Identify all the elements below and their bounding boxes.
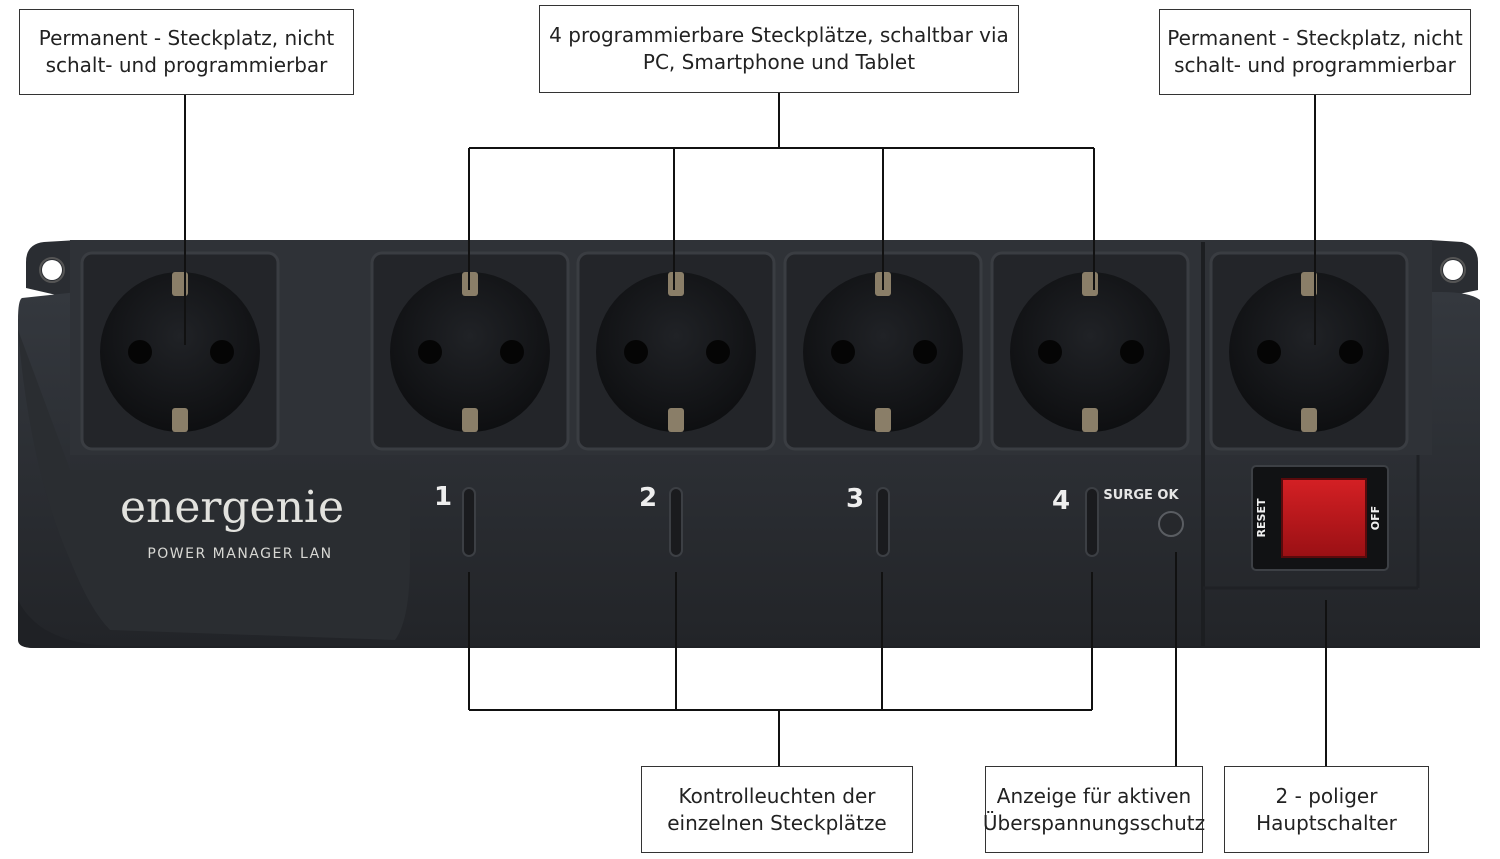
socket-programmable-3 (783, 251, 983, 451)
label-line: 2 - poliger (1275, 783, 1378, 808)
label-line: schalt- und programmierbar (45, 53, 328, 77)
label-line: Kontrolleuchten der (678, 783, 876, 808)
label-permanent-right: Permanent - Steckplatz, nicht schalt- un… (1159, 9, 1471, 95)
label-line: 4 programmierbare Steckplätze, schaltbar… (549, 23, 1009, 47)
label-line: einzelnen Steckplätze (667, 810, 887, 835)
label-line: Überspannungsschutz (982, 810, 1206, 835)
brand-logo: energenie (120, 482, 344, 533)
label-line: schalt- und programmierbar (1174, 53, 1456, 77)
mount-hole-right (1443, 260, 1463, 280)
label-permanent-left: Permanent - Steckplatz, nicht schalt- un… (19, 9, 354, 95)
main-switch: RESET OFF (1251, 465, 1389, 571)
label-programmable-sockets: 4 programmierbare Steckplätze, schaltbar… (539, 5, 1019, 93)
callout-lines (184, 93, 1327, 766)
switch-reset-label: RESET (1255, 498, 1268, 537)
label-control-lights: Kontrolleuchten der einzelnen Steckplätz… (641, 766, 913, 853)
indicator-light-1 (462, 487, 476, 557)
model-label: POWER MANAGER LAN (147, 546, 332, 562)
mount-hole-left (42, 260, 62, 280)
socket-number-3: 3 (846, 484, 864, 514)
socket-programmable-4 (990, 251, 1190, 451)
surge-ok-label: SURGE OK (1103, 488, 1179, 503)
socket-number-2: 2 (639, 483, 657, 513)
label-line: PC, Smartphone und Tablet (642, 50, 916, 74)
socket-number-1: 1 (434, 482, 452, 512)
label-line: Permanent - Steckplatz, nicht (1167, 26, 1463, 50)
indicator-light-3 (876, 487, 890, 557)
socket-programmable-2 (576, 251, 776, 451)
label-line: Anzeige für aktiven (996, 783, 1192, 808)
socket-permanent-right (1209, 251, 1409, 451)
surge-indicator-light (1158, 511, 1184, 537)
label-line: Permanent - Steckplatz, nicht (38, 26, 335, 50)
label-surge-indicator: Anzeige für aktiven Überspannungsschutz (982, 766, 1206, 853)
switch-off-label: OFF (1369, 506, 1382, 530)
label-main-switch: 2 - poliger Hauptschalter (1224, 766, 1429, 853)
socket-programmable-1 (370, 251, 570, 451)
socket-permanent-left (80, 251, 280, 451)
indicator-light-4 (1085, 487, 1099, 557)
socket-number-4: 4 (1052, 486, 1070, 516)
label-line: Hauptschalter (1256, 810, 1397, 835)
indicator-light-2 (669, 487, 683, 557)
